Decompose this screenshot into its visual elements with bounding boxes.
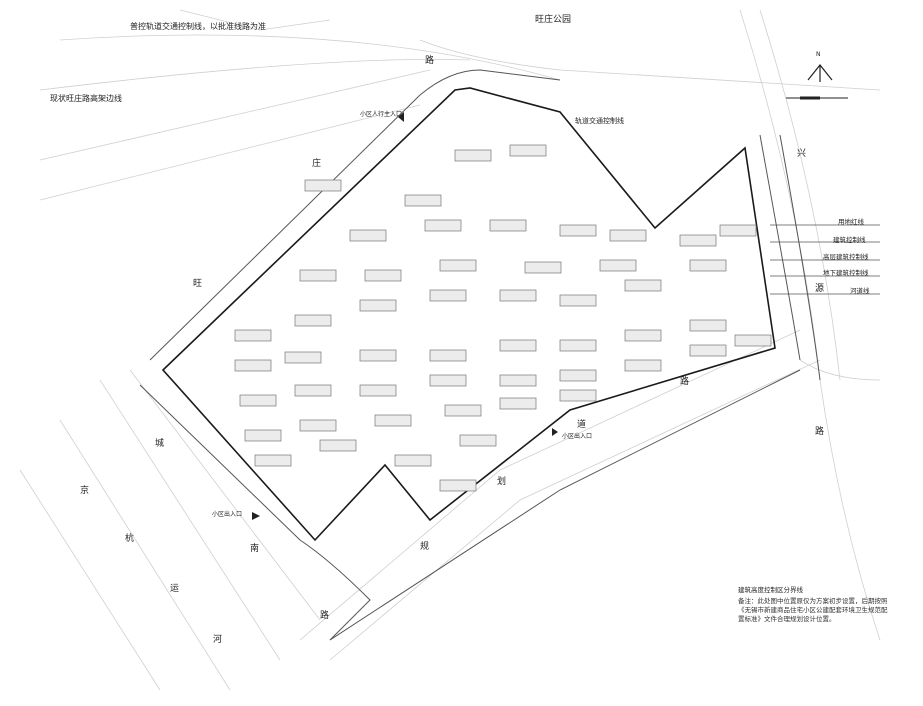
road-xingyuan-char-2: 源 xyxy=(815,284,825,294)
building-block xyxy=(499,289,537,302)
buildings xyxy=(234,144,772,492)
entrance-north-label: 小区人行主入口 xyxy=(360,111,403,118)
road-xingyuan-char-1: 兴 xyxy=(797,149,807,159)
building-block xyxy=(444,404,482,417)
legend-leaders xyxy=(770,224,880,295)
building-block xyxy=(244,429,282,442)
road-jinghang-char-2: 杭 xyxy=(125,534,135,544)
building-block xyxy=(359,384,397,397)
legend-item-underground-control: 地下建筑控制线 xyxy=(823,269,869,277)
building-block xyxy=(439,259,477,272)
building-block xyxy=(459,434,497,447)
legend-item-highrise-control: 高层建筑控制线 xyxy=(823,253,869,261)
building-block xyxy=(499,339,537,352)
building-block xyxy=(524,261,562,274)
building-block xyxy=(319,439,357,452)
building-block xyxy=(679,234,717,247)
road-edges xyxy=(139,69,821,641)
site-boundary xyxy=(161,87,776,542)
building-block xyxy=(299,269,337,282)
road-wangzhuang-char-3: 旺 xyxy=(193,279,203,289)
road-guihua-char-3: 道 xyxy=(577,420,587,430)
building-block xyxy=(499,374,537,387)
building-block xyxy=(559,389,597,402)
building-block xyxy=(559,294,597,307)
building-block xyxy=(364,269,402,282)
road-guihua-char-1: 规 xyxy=(420,542,430,552)
north-label: N xyxy=(816,51,821,58)
building-block xyxy=(359,349,397,362)
background-roads xyxy=(19,9,881,691)
road-chengnan-char-1: 城 xyxy=(155,439,165,449)
legend-item-redline: 用地红线 xyxy=(838,218,864,226)
building-block xyxy=(689,259,727,272)
legend-item-building-control: 建筑控制线 xyxy=(833,236,866,244)
building-block xyxy=(359,299,397,312)
building-block xyxy=(559,369,597,382)
building-block xyxy=(424,219,462,232)
building-block xyxy=(609,229,647,242)
building-block xyxy=(284,351,322,364)
building-block xyxy=(599,259,637,272)
building-block xyxy=(489,219,527,232)
road-jinghang-char-4: 河 xyxy=(213,635,223,645)
legend-note: 备注：此处图中位置原仅为方案初步设置，后期按照《无锡市新建商品住宅小区公建配套环… xyxy=(738,597,888,623)
building-block xyxy=(734,334,772,347)
building-block xyxy=(429,289,467,302)
road-chengnan-char-2: 南 xyxy=(250,544,260,554)
entrance-arrows xyxy=(252,112,558,520)
building-block xyxy=(239,394,277,407)
building-block xyxy=(299,419,337,432)
road-jinghang-char-1: 京 xyxy=(80,486,90,496)
road-jinghang-char-3: 运 xyxy=(170,584,180,594)
road-guihua-char-2: 划 xyxy=(497,477,507,487)
planned-rail-line-label: 普控轨道交通控制线，以批准线路为准 xyxy=(130,22,266,31)
road-xingyuan-char-3: 路 xyxy=(815,427,825,437)
building-block xyxy=(719,224,757,237)
rail-control-label: 轨道交通控制线 xyxy=(575,117,624,125)
building-block xyxy=(404,194,442,207)
building-block xyxy=(689,344,727,357)
entrance-southwest-label: 小区出入口 xyxy=(212,511,243,518)
road-wangzhuang-char-1: 路 xyxy=(425,56,435,66)
building-block xyxy=(429,349,467,362)
building-block xyxy=(234,359,272,372)
building-block xyxy=(454,149,492,162)
building-block xyxy=(689,319,727,332)
building-block xyxy=(234,329,272,342)
building-block xyxy=(374,414,412,427)
building-block xyxy=(254,454,292,467)
north-compass-icon xyxy=(786,64,848,100)
road-guihua-char-4: 路 xyxy=(680,377,690,387)
building-block xyxy=(499,397,537,410)
building-block xyxy=(559,339,597,352)
existing-elevated-label: 现状旺庄路高架边线 xyxy=(50,94,122,103)
park-label: 旺庄公园 xyxy=(535,15,572,25)
building-block xyxy=(624,359,662,372)
building-block xyxy=(429,374,467,387)
road-chengnan-char-3: 路 xyxy=(320,611,330,621)
building-block xyxy=(559,224,597,237)
building-block xyxy=(439,479,477,492)
road-wangzhuang-char-2: 庄 xyxy=(312,159,322,169)
building-block xyxy=(304,179,342,192)
building-block xyxy=(624,329,662,342)
building-block xyxy=(394,454,432,467)
entrance-south-label: 小区出入口 xyxy=(562,433,593,440)
building-block xyxy=(624,279,662,292)
building-block xyxy=(294,384,332,397)
building-block xyxy=(349,229,387,242)
building-block xyxy=(509,144,547,157)
legend-item-river: 河道线 xyxy=(850,287,870,295)
height-control-title: 建筑高度控制区分界线 xyxy=(738,586,803,594)
building-block xyxy=(294,314,332,327)
